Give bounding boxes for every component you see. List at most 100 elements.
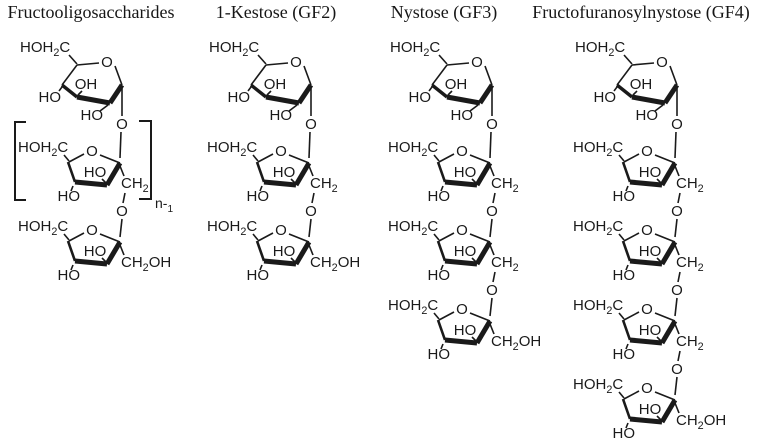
bond (68, 54, 78, 65)
bond (629, 337, 663, 346)
ch2-link-label: CH2 (121, 175, 149, 195)
hydroxyl-label: HO (454, 164, 477, 181)
bond (255, 161, 266, 183)
glycosidic-oxygen-label: O (671, 203, 683, 220)
bond (433, 154, 440, 162)
bond (438, 232, 455, 242)
bracket-subscript-label: n-1 (155, 195, 173, 215)
bond (266, 90, 272, 96)
bond (259, 185, 263, 192)
column-title-1-kestose: 1-Kestose (GF2) (215, 2, 337, 22)
bond (308, 218, 312, 238)
bond (63, 233, 70, 241)
bond (446, 94, 481, 106)
bond (659, 240, 678, 266)
bond (469, 154, 491, 164)
bond (311, 192, 315, 204)
bond (290, 178, 296, 184)
hydroxyl-label: HO (58, 267, 81, 284)
bond (255, 240, 266, 262)
bond (119, 131, 122, 159)
bond (492, 271, 496, 283)
bond (659, 161, 678, 187)
hydroxyl-label: HO (451, 107, 474, 124)
bond (74, 258, 108, 267)
repeat-bracket-left (14, 121, 26, 201)
bond (288, 104, 298, 112)
bond (66, 161, 77, 183)
hydroxyl-label: HO (613, 267, 636, 284)
bond (489, 244, 495, 256)
ring-oxygen-label: O (641, 143, 653, 160)
bond (70, 185, 74, 192)
bond (623, 390, 640, 400)
bond (674, 131, 677, 159)
hydroxyl-label: HO (247, 188, 270, 205)
bond (489, 131, 492, 159)
bond (477, 83, 495, 105)
hydroxyl-label: HO (613, 188, 636, 205)
bond (656, 257, 662, 263)
bond (659, 398, 678, 424)
glycosidic-oxygen-label: O (671, 116, 683, 133)
bond (308, 244, 314, 256)
bond (288, 154, 310, 164)
ring-oxygen-label: O (86, 143, 98, 160)
bond (447, 90, 453, 96)
hydroxymethyl-label: HOH2C (18, 218, 68, 238)
hydroxyl-label: HO (639, 243, 662, 260)
bond (616, 64, 633, 86)
bond (474, 240, 493, 266)
bond (122, 192, 126, 204)
bond (104, 161, 123, 187)
bond (629, 258, 663, 267)
bond (438, 153, 455, 163)
bond (436, 161, 447, 183)
bond (615, 83, 634, 99)
hydroxyl-label: HO (228, 89, 251, 106)
bond (469, 233, 491, 243)
ring-oxygen-label: O (456, 143, 468, 160)
hydroxyl-label: HO (639, 322, 662, 339)
bond (259, 264, 263, 271)
bond (625, 422, 629, 429)
terminal-ch2oh-label: CH2OH (676, 412, 726, 432)
bond (440, 185, 444, 192)
hydroxymethyl-label: HOH2C (207, 218, 257, 238)
bond (99, 233, 121, 243)
glycosidic-oxygen-label: O (486, 203, 498, 220)
bond (257, 54, 267, 65)
bond (76, 62, 100, 66)
ring-oxygen-label: O (290, 54, 302, 71)
bond (489, 218, 493, 238)
ch2-link-label: CH2 (491, 175, 519, 195)
bond (484, 65, 493, 86)
bond (265, 62, 289, 66)
glycosidic-oxygen-label: O (671, 282, 683, 299)
bond (654, 104, 664, 112)
ch2-link-label: CH2 (676, 254, 704, 274)
ch2-link-label: CH2 (310, 175, 338, 195)
bond (625, 264, 629, 271)
bond (613, 86, 618, 92)
hydroxyl-label: HO (84, 243, 107, 260)
bond (654, 233, 676, 243)
hydroxyl-label: HO (428, 188, 451, 205)
ch2-link-label: CH2 (491, 254, 519, 274)
column-title-fructofuranosylnystose: Fructofuranosylnystose (GF4) (532, 2, 750, 22)
terminal-ch2oh-label: CH2OH (121, 254, 171, 274)
bond (58, 86, 63, 92)
bond (674, 402, 680, 414)
bond (677, 271, 681, 283)
bond (444, 258, 478, 267)
bond (293, 240, 312, 266)
hydroxyl-label: HO (247, 267, 270, 284)
